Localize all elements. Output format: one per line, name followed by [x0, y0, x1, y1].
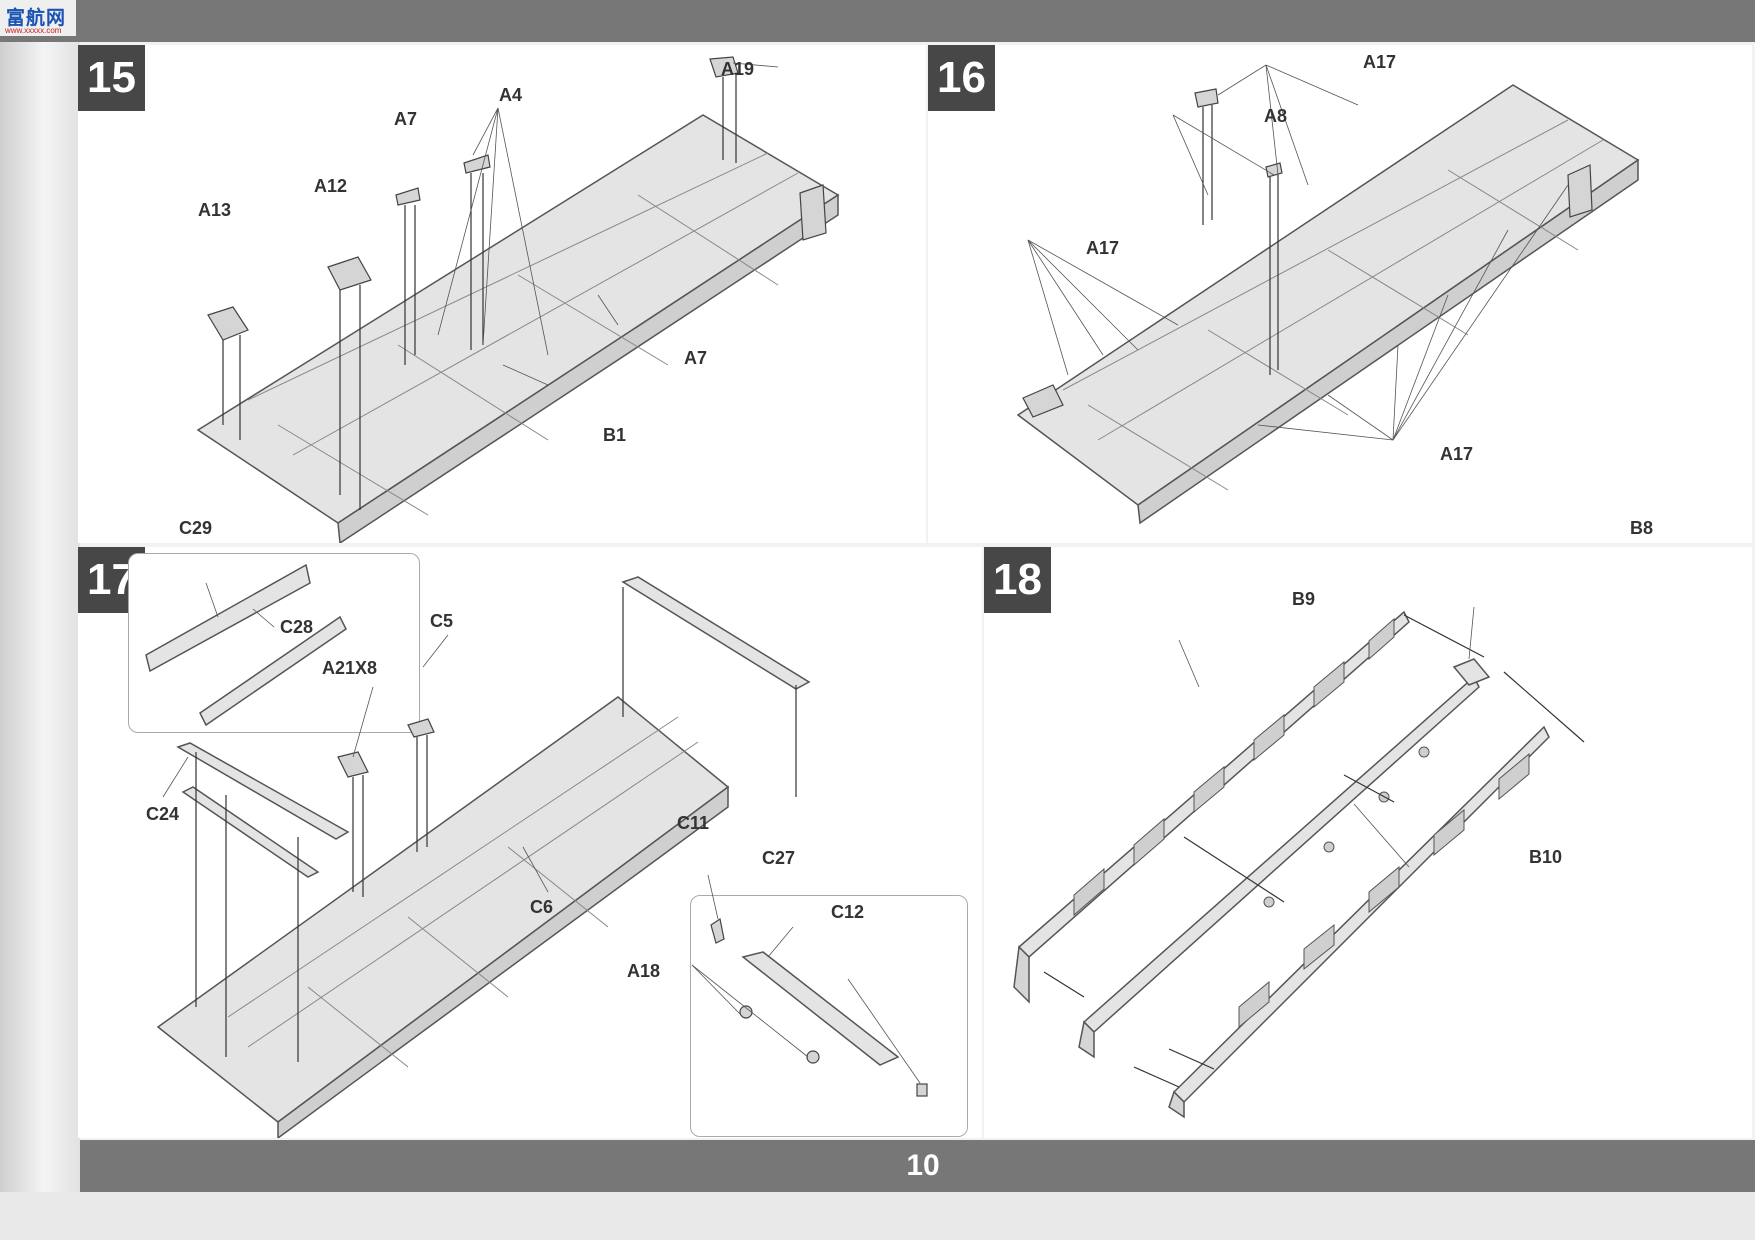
- footer-bar: [80, 1140, 1755, 1192]
- callout-c27: C27: [762, 848, 796, 868]
- callout-a4: A4: [499, 85, 523, 105]
- callout-b1: B1: [603, 425, 627, 445]
- callout-c28: C28: [280, 617, 314, 637]
- book-spine: [0, 42, 80, 1240]
- watermark-logo: 富航网 www.xxxxx.com: [0, 0, 76, 36]
- callout-c12: C12: [831, 902, 865, 922]
- callout-a12: A12: [314, 176, 348, 196]
- callout-c6: C6: [530, 897, 554, 917]
- step-18-drawing: [1013, 606, 1585, 1119]
- callout-b8: B8: [1630, 518, 1654, 538]
- step-18-panel: 18: [984, 518, 1752, 1138]
- step-number: 16: [928, 45, 995, 111]
- callout-b9: B9: [1292, 589, 1316, 609]
- step-number: 15: [78, 45, 145, 111]
- step-17-panel: 17: [78, 518, 982, 1138]
- callout-a17-left: A17: [1086, 238, 1120, 258]
- callout-b10: B10: [1529, 847, 1563, 867]
- page-number: 10: [906, 1149, 940, 1182]
- step-15-panel: 15: [78, 45, 926, 543]
- logo-url: www.xxxxx.com: [5, 26, 62, 35]
- callout-a7-top: A7: [394, 109, 418, 129]
- callout-c29: C29: [179, 518, 213, 538]
- callout-a18: A18: [627, 961, 661, 981]
- callout-a21x8: A21X8: [322, 658, 378, 678]
- step-17-drawing: [145, 563, 928, 1138]
- callout-c5: C5: [430, 611, 454, 631]
- step-number: 18: [984, 547, 1051, 613]
- callout-c11: C11: [677, 813, 710, 833]
- callout-a19: A19: [721, 59, 755, 79]
- page-bottom-margin: [0, 1192, 1755, 1240]
- callout-a17-bottom: A17: [1440, 444, 1474, 464]
- callout-a13: A13: [198, 200, 232, 220]
- callout-a17-top: A17: [1363, 52, 1397, 72]
- callout-c24: C24: [146, 804, 180, 824]
- step-16-drawing: [1016, 64, 1640, 525]
- step-16-panel: 16: [928, 45, 1752, 543]
- top-banner: [0, 0, 1755, 42]
- logo-text: 富航网: [6, 8, 67, 29]
- callout-a7-bottom: A7: [684, 348, 708, 368]
- callout-a8: A8: [1264, 106, 1288, 126]
- step-15-drawing: [196, 56, 840, 543]
